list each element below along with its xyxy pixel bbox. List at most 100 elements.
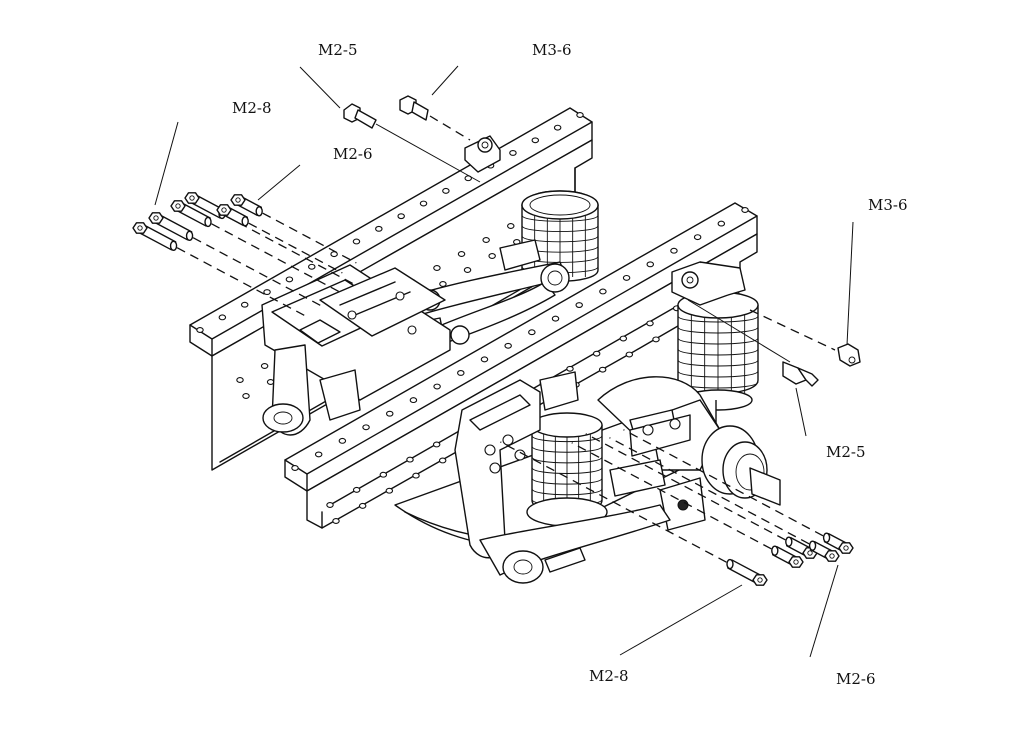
- callout-labels: M2-5 M3-6 M2-8 M2-6 M3-6 M2-5 M2-8 M2-6: [232, 41, 908, 688]
- bolt: [609, 437, 840, 562]
- rail-hole: [509, 149, 517, 156]
- left-bolt-group: [132, 192, 357, 317]
- rail-hole: [266, 379, 275, 385]
- spring-ring: [677, 348, 759, 356]
- rail-hole: [314, 451, 323, 458]
- rail-hole: [576, 112, 584, 118]
- rail-hole: [566, 365, 574, 372]
- rail-hole: [240, 301, 249, 308]
- upper-linkage: [399, 239, 570, 346]
- shock-mount-bracket: [464, 135, 501, 173]
- spring-ring: [677, 359, 759, 367]
- rail-hole: [291, 465, 299, 471]
- rail-hole: [599, 288, 607, 295]
- rail-hole: [438, 457, 447, 464]
- rail-hole: [439, 281, 447, 287]
- spring-ring: [531, 477, 603, 485]
- rail-hole: [362, 424, 370, 431]
- rail-hole: [482, 237, 490, 243]
- rail-hole: [646, 261, 655, 268]
- rail-hole: [507, 223, 515, 229]
- rail-hole: [457, 251, 466, 257]
- rail-hole: [622, 274, 631, 281]
- rail-hole: [646, 320, 654, 327]
- callout-m2-8-bottom: M2-8: [589, 667, 629, 685]
- spring-ring: [531, 467, 603, 474]
- spring-ring: [677, 337, 759, 345]
- rail-hole: [406, 456, 414, 463]
- rail-hole: [592, 350, 601, 357]
- rail-hole: [553, 124, 562, 131]
- rail-hole: [352, 238, 361, 245]
- bolt: [623, 429, 854, 554]
- right-rear-air-spring: [671, 261, 759, 431]
- rail-hole: [504, 342, 512, 349]
- bolt: [170, 200, 341, 293]
- rail-hole: [308, 263, 316, 270]
- bolt: [500, 441, 768, 586]
- spring-ring: [521, 214, 599, 222]
- rail-hole: [551, 315, 560, 322]
- right-m2-5-bolt: [687, 299, 819, 387]
- spring-ring: [677, 370, 759, 378]
- rail-hole: [741, 207, 749, 213]
- spring-ring: [531, 435, 603, 443]
- rail-hole: [442, 187, 450, 194]
- spring-ring: [521, 225, 599, 233]
- right-hanger-bracket: [454, 379, 671, 584]
- rail-hole: [457, 369, 465, 376]
- rail-hole: [412, 472, 420, 479]
- rail-hole: [409, 397, 418, 404]
- rail-hole: [598, 366, 607, 373]
- top-m3-6-nut: [399, 95, 471, 141]
- rail-hole: [263, 289, 271, 296]
- rail-hole: [236, 377, 244, 383]
- spring-ring: [677, 326, 759, 334]
- rail-hole: [379, 471, 388, 478]
- rail-hole: [717, 220, 726, 227]
- right-m3-6-nut: [749, 309, 861, 367]
- rail-hole: [385, 410, 394, 417]
- rail-hole: [397, 213, 405, 220]
- spring-ring: [531, 488, 603, 496]
- rail-hole: [480, 356, 489, 363]
- rail-hole: [260, 363, 269, 369]
- callout-m2-6-left: M2-6: [333, 145, 373, 163]
- rail-hole: [196, 327, 204, 333]
- rail-hole: [528, 329, 536, 336]
- callout-m2-5-right: M2-5: [826, 443, 866, 461]
- callout-m2-5-top: M2-5: [318, 41, 358, 59]
- bolt: [230, 194, 357, 264]
- spring-ring: [521, 235, 599, 243]
- bolt: [148, 212, 323, 307]
- left-hanger-bracket: [261, 264, 451, 436]
- callout-m3-6-right: M3-6: [868, 196, 908, 214]
- rail-hole: [652, 336, 660, 343]
- rail-hole: [375, 225, 383, 232]
- rail-hole: [326, 502, 334, 508]
- rail-hole: [385, 487, 394, 494]
- spring-ring: [531, 456, 603, 464]
- bolt: [216, 204, 343, 274]
- right-front-air-spring: [526, 371, 608, 527]
- rail-hole: [670, 247, 678, 254]
- rail-hole: [575, 302, 583, 309]
- callout-m2-8-left: M2-8: [232, 99, 272, 117]
- rail-hole: [531, 137, 540, 144]
- rail-hole: [352, 486, 361, 493]
- top-m2-5-bolt: [343, 103, 481, 183]
- spring-ring: [531, 445, 603, 453]
- rail-hole: [242, 393, 250, 399]
- leader-lines: [154, 65, 854, 658]
- callout-m3-6-top: M3-6: [532, 41, 572, 59]
- rail-hole: [218, 314, 227, 321]
- rail-hole: [432, 441, 441, 448]
- rail-hole: [463, 267, 472, 273]
- left-air-spring: [521, 190, 599, 282]
- spring-ring: [677, 315, 759, 323]
- rail-hole: [625, 351, 634, 358]
- rail-hole: [619, 335, 628, 342]
- bolt: [132, 222, 307, 317]
- rail-hole: [433, 265, 441, 271]
